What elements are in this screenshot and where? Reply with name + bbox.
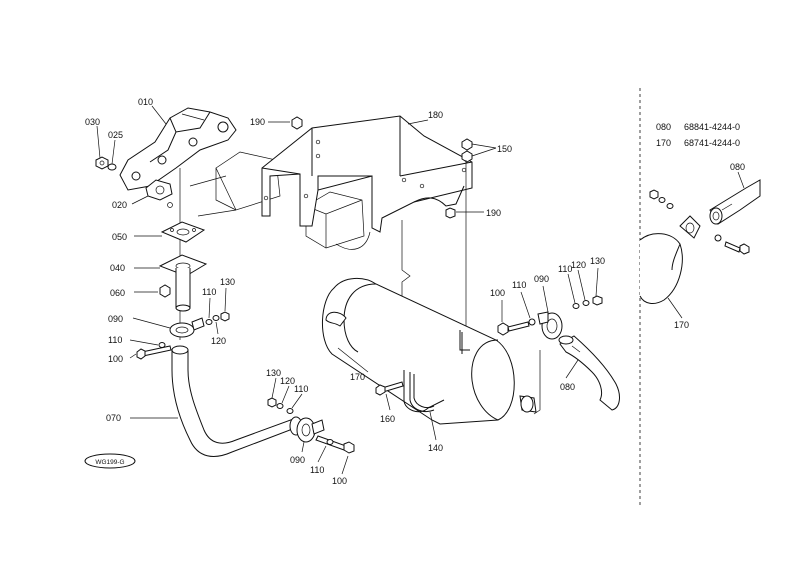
part-040-pipe-flange	[158, 254, 208, 312]
part-110-washer-left	[158, 342, 166, 348]
callout-110-bottom: 110	[310, 465, 324, 475]
callout-040: 040	[110, 263, 125, 273]
part-110-washer	[205, 319, 213, 325]
callout-130-right: 130	[590, 256, 605, 266]
callout-120: 120	[211, 336, 226, 346]
part-100-bolt-lower	[315, 435, 355, 454]
part-120-lockwasher-lower	[276, 403, 284, 409]
callout-025: 025	[108, 130, 123, 140]
parts-list-ref: 080	[656, 122, 671, 132]
part-030-nut	[95, 156, 109, 170]
part-110-washer-right-2	[572, 303, 580, 309]
detail-view	[639, 179, 761, 304]
callout-020: 020	[112, 200, 127, 210]
callout-160: 160	[380, 414, 395, 424]
callout-130: 130	[220, 277, 235, 287]
part-100-bolt-right	[497, 321, 530, 336]
callout-110-left: 110	[108, 335, 122, 345]
part-060-bolt	[159, 284, 171, 298]
callout-190: 190	[250, 117, 265, 127]
part-180-muffler-bracket	[261, 115, 473, 233]
part-080-tail-pipe	[558, 335, 620, 411]
callout-100-bottom: 100	[332, 476, 347, 486]
callout-090-right: 090	[534, 274, 549, 284]
part-130-nut-right	[592, 295, 603, 306]
part-110-washer-bottom	[326, 439, 334, 445]
part-190-bolt-top	[291, 116, 303, 130]
callout-050: 050	[112, 232, 127, 242]
callout-090-lower: 090	[290, 455, 305, 465]
callout-070: 070	[106, 413, 121, 423]
callout-150: 150	[497, 144, 512, 154]
parts-list: 080 68841-4244-0 170 68741-4244-0	[656, 122, 740, 148]
part-120-lockwasher	[212, 315, 220, 321]
part-170-muffler	[321, 278, 537, 425]
callout-090: 090	[108, 314, 123, 324]
part-070-exhaust-pipe	[171, 345, 303, 457]
part-120-lockwasher-right	[582, 300, 590, 306]
part-090-clamp-lower	[296, 417, 325, 443]
callout-100: 100	[108, 354, 123, 364]
part-110-washer-lower	[286, 408, 294, 414]
reference-badge: WG199-G	[84, 453, 136, 469]
callout-130-lower: 130	[266, 368, 281, 378]
leader-lines	[96, 105, 745, 475]
callout-010: 010	[138, 97, 153, 107]
part-150-nut	[461, 138, 473, 163]
engine-block-outline	[189, 151, 371, 250]
callout-080-detail: 080	[730, 162, 745, 172]
part-050-flange-gasket	[160, 221, 206, 243]
callout-100-right: 100	[490, 288, 505, 298]
callout-190-right: 190	[486, 208, 501, 218]
part-025-washer	[107, 163, 117, 171]
callout-120-right: 120	[571, 260, 586, 270]
part-130-nut	[220, 311, 230, 322]
part-190-bolt-right	[445, 207, 456, 219]
part-090-clamp-right	[537, 311, 563, 340]
parts-list-number: 68741-4244-0	[684, 138, 740, 148]
callout-110-right-2: 110	[558, 264, 572, 274]
parts-list-number: 68841-4244-0	[684, 122, 740, 132]
callout-170-detail: 170	[674, 320, 689, 330]
part-100-bolt	[136, 345, 172, 360]
part-160-bolt	[375, 381, 404, 396]
part-130-nut-lower	[267, 397, 277, 408]
parts-list-ref: 170	[656, 138, 671, 148]
part-110-washer-right	[528, 318, 536, 326]
callout-120-lower: 120	[280, 376, 295, 386]
reference-badge-text: WG199-G	[95, 459, 124, 466]
callout-140: 140	[428, 443, 443, 453]
callout-170: 170	[350, 372, 365, 382]
callout-060: 060	[110, 288, 125, 298]
callout-110-right: 110	[512, 280, 526, 290]
callout-080: 080	[560, 382, 575, 392]
callout-110: 110	[202, 287, 216, 297]
callout-180: 180	[428, 110, 443, 120]
part-090-clamp	[169, 317, 205, 338]
callout-030: 030	[85, 117, 100, 127]
callout-110-lower: 110	[294, 384, 308, 394]
part-140-band	[409, 332, 463, 413]
